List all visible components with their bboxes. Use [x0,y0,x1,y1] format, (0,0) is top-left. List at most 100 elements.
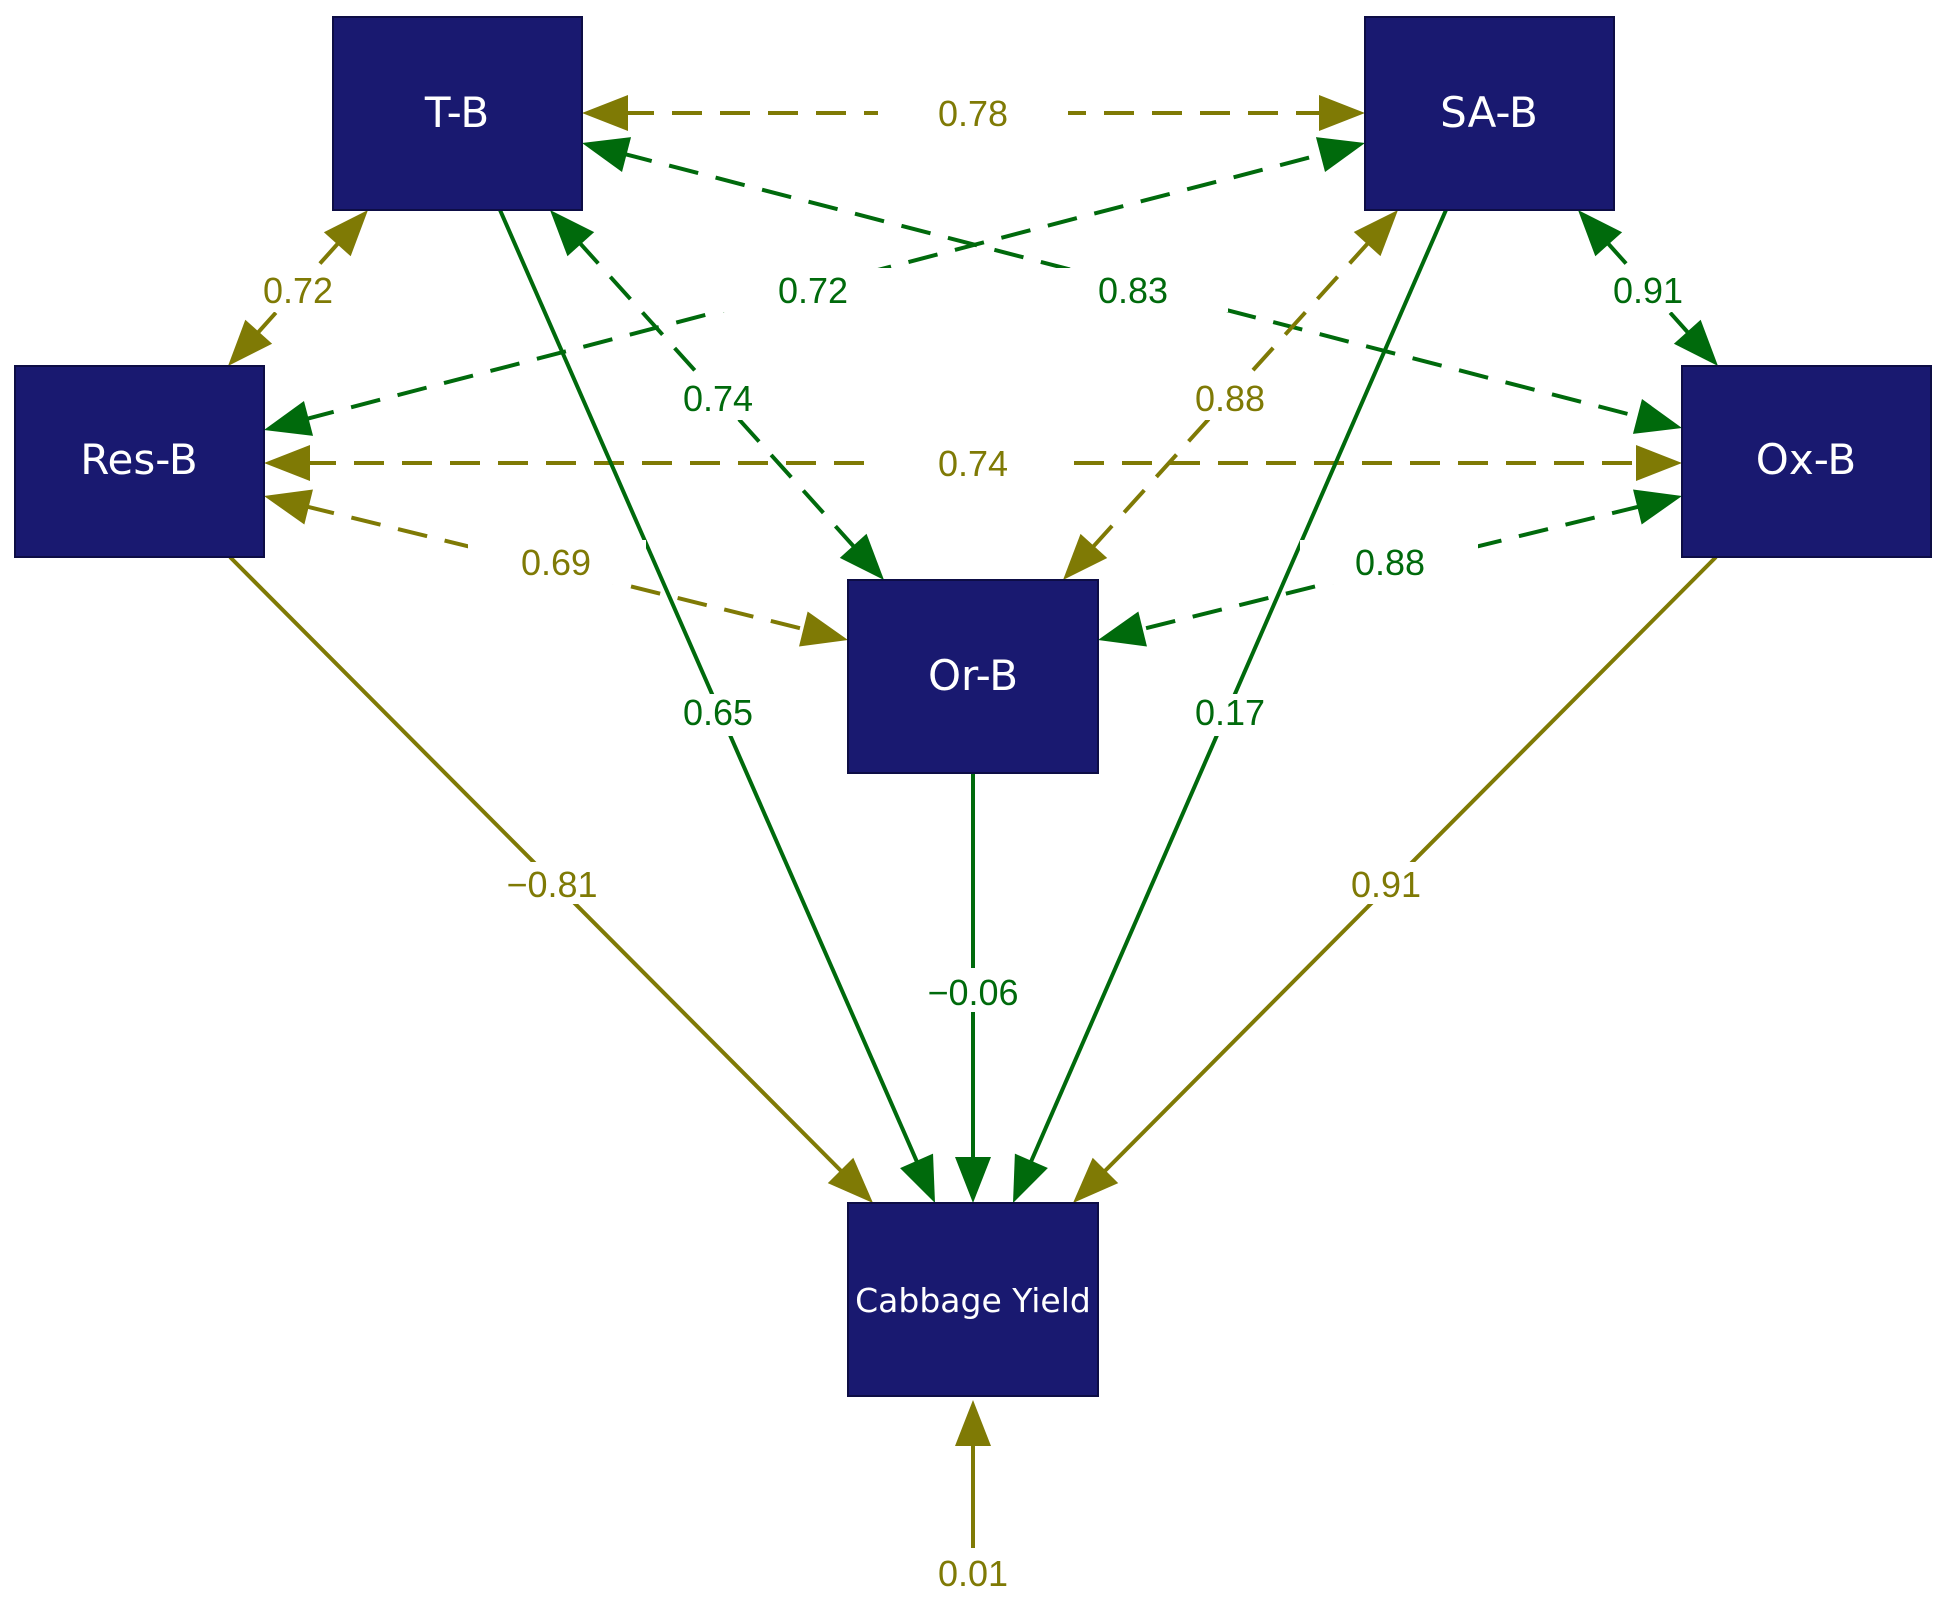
coefficient-label: −0.06 [927,972,1018,1013]
arrowhead-at-cy [955,1400,991,1446]
label-backing [676,380,760,420]
edge-label-sab-oxb: 0.91 [1606,270,1690,312]
node-orb: Or-B [847,579,1099,774]
label-backing [918,968,1028,1012]
label-backing [1184,694,1276,736]
label-backing [672,694,764,736]
edge-line-tb-cy [498,209,920,1166]
edge-label-oxb-orb: 0.88 [1300,540,1478,584]
arrowhead-at-sab [1315,137,1365,173]
arrowhead-at-cy [900,1153,935,1203]
edge-tb-oxb [582,137,1682,434]
arrowhead-at-sab [1353,210,1398,257]
edge-label-resb-orb: 0.69 [468,540,646,584]
node-label: Res-B [80,435,198,484]
edge-resb-sab [264,137,1365,436]
coefficient-label: 0.74 [683,378,753,419]
arrowhead-at-resb [228,319,273,366]
edge-residual-cy [955,1400,991,1548]
coefficient-label: 0.91 [1351,864,1421,905]
edge-label-tb-cy: 0.65 [672,692,764,736]
coefficient-label: 0.72 [778,270,848,311]
arrowhead-at-resb [264,445,310,481]
arrowhead-at-oxb [1632,399,1682,434]
edge-label-tb-resb: 0.72 [256,270,340,312]
edge-label-resb-sab: 0.72 [718,268,908,312]
node-label: SA-B [1440,88,1538,137]
edge-label-sab-orb: 0.88 [1188,378,1272,420]
coefficient-label: 0.17 [1195,692,1265,733]
node-box [14,365,265,558]
arrowhead-at-oxb [1633,489,1682,525]
edge-label-sab-cy: 0.17 [1184,692,1276,736]
arrowhead-at-cy [955,1157,991,1203]
coefficient-label: 0.83 [1098,270,1168,311]
edge-orb-cy [955,773,991,1203]
edge-label-tb-orb: 0.74 [676,378,760,420]
arrowhead-at-resb [264,489,313,525]
label-backing [1038,268,1228,312]
arrowhead-at-cy [1013,1153,1048,1203]
arrowhead-at-orb [799,611,848,647]
node-box [847,579,1099,774]
node-sab: SA-B [1364,16,1615,211]
edge-label-tb-oxb: 0.83 [1038,268,1228,312]
arrowhead-at-oxb [1636,445,1682,481]
edge-line-tb-oxb [622,151,1642,420]
label-backing [500,862,606,904]
edge-line-sab-cy [1027,209,1448,1166]
arrowhead-at-tb [550,210,595,257]
node-label: Or-B [928,651,1018,700]
node-label: Cabbage Yield [855,1281,1091,1320]
coefficient-label: 0.88 [1195,378,1265,419]
coefficient-label: 0.69 [521,542,591,583]
arrowhead-at-tb [582,137,632,172]
label-backing [928,1550,1018,1594]
edge-label-oxb-cy: 0.91 [1340,862,1432,905]
edge-label-resb-oxb: 0.74 [878,442,1068,486]
edge-label-resb-cy: −0.81 [500,862,606,905]
coefficient-label: 0.01 [938,1553,1008,1594]
arrowhead-at-tb [323,210,368,257]
label-backing [718,268,908,312]
edge-tb-cy [498,209,935,1203]
label-backing [1340,862,1432,904]
edge-label-tb-sab: 0.78 [878,92,1068,136]
node-layer: T-B SA-B Res-B Ox-B Or-B Cabbage Yield [14,16,1932,1397]
node-box [1681,365,1932,558]
node-label: Ox-B [1756,435,1856,484]
node-tb: T-B [332,16,583,211]
label-backing [468,540,646,584]
edge-sab-cy [1013,209,1448,1203]
label-backing [878,442,1068,486]
arrowhead-at-resb [264,400,314,436]
node-cabbage-yield: Cabbage Yield [847,1202,1099,1397]
arrowhead-at-orb [1063,533,1108,580]
coefficient-label: −0.81 [506,864,597,905]
arrowhead-at-orb [839,533,884,580]
edge-layer [228,95,1718,1548]
arrowhead-at-sab [1578,210,1623,257]
node-box [1364,16,1615,211]
edge-resb-oxb [264,445,1682,481]
coefficient-label: 0.72 [263,270,333,311]
label-backing [1300,540,1478,584]
label-backing [1606,272,1690,312]
arrowhead-at-cy [1073,1157,1119,1203]
arrowhead-at-orb [1098,611,1147,647]
arrowhead-at-sab [1319,95,1365,131]
edge-label-residual-cy: 0.01 [928,1550,1018,1594]
arrowhead-at-tb [582,95,628,131]
label-backing [878,92,1068,136]
coefficient-label: 0.78 [938,93,1008,134]
coefficient-label: 0.88 [1355,542,1425,583]
coefficient-label: 0.74 [938,443,1008,484]
arrowhead-at-cy [827,1157,873,1203]
node-resb: Res-B [14,365,265,558]
edge-label-layer: 0.78 0.83 0.72 0.72 0.91 0.74 0.88 0.74 [256,92,1690,1594]
edge-label-orb-cy: −0.06 [918,968,1028,1013]
coefficient-label: 0.91 [1613,270,1683,311]
node-box [847,1202,1099,1397]
